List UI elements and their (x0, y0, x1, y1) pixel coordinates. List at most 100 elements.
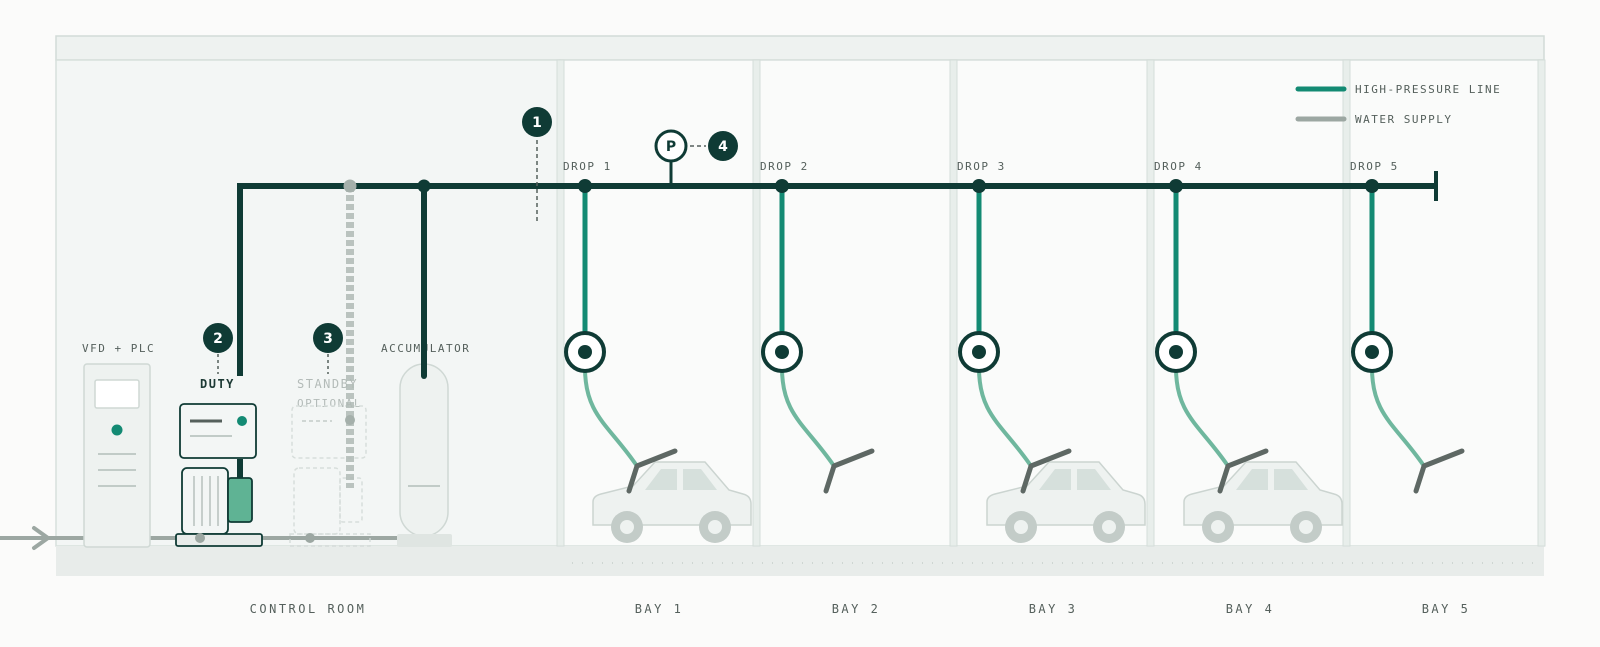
drop-junction (578, 179, 592, 193)
drop-label: DROP 2 (760, 160, 809, 173)
hose (780, 366, 836, 468)
legend: HIGH-PRESSURE LINE WATER SUPPLY (1295, 83, 1501, 126)
spray-wand-icon (626, 448, 678, 494)
vfd-label: VFD + PLC (82, 342, 155, 355)
roof (55, 35, 1545, 61)
car-hub (1014, 520, 1028, 534)
pressure-gauge-icon: P (654, 129, 706, 186)
accumulator: ACCUMULATOR (381, 342, 469, 547)
hose (977, 366, 1033, 468)
car-icon (986, 461, 1146, 543)
standby-label: STANDBY (297, 377, 358, 391)
callout-badge (313, 323, 343, 353)
bay-walls (556, 59, 1546, 547)
car-hub (708, 520, 722, 534)
gauge-face (654, 129, 688, 163)
gauge-label: P (666, 139, 676, 155)
footer-bay-4: BAY 4 (1226, 602, 1275, 616)
car-hub (1211, 520, 1225, 534)
callout-number: 1 (532, 115, 542, 131)
car-window (1077, 469, 1111, 490)
callout-3: 3 (313, 323, 343, 374)
junction-node (417, 179, 431, 193)
drop-label: DROP 4 (1154, 160, 1203, 173)
pump-head (227, 477, 253, 523)
footer-bay-3: BAY 3 (1029, 602, 1078, 616)
car-window (1236, 469, 1268, 490)
drop-label: DROP 3 (957, 160, 1006, 173)
bay-3: DROP 3 (957, 160, 1146, 543)
callout-badge (708, 131, 738, 161)
spray-wand-icon (1020, 448, 1072, 494)
cabinet-body (83, 363, 151, 548)
callout-badge (522, 107, 552, 137)
spray-wand-icon (1217, 448, 1269, 494)
callout-number: 3 (323, 331, 333, 347)
bay-wall (949, 59, 958, 547)
callout-badge (203, 323, 233, 353)
callout-number: 2 (213, 331, 223, 347)
standby-controller (291, 405, 367, 459)
drop-junction (775, 179, 789, 193)
standby-base (289, 533, 371, 547)
bay-1: DROP 1 (563, 160, 752, 543)
reel-hub (972, 345, 986, 359)
car-body (986, 461, 1146, 526)
footer-bay-5: BAY 5 (1422, 602, 1471, 616)
reel-hub (578, 345, 592, 359)
junction-node (305, 533, 315, 543)
car-window (683, 469, 717, 490)
cabinet-screen (94, 379, 140, 409)
vfd-plc-cabinet: VFD + PLC (82, 342, 155, 548)
drop-junction (1169, 179, 1183, 193)
pump-icon (181, 467, 229, 535)
bay-wall (1342, 59, 1351, 547)
callout-number: 4 (718, 139, 728, 155)
footer-control-room: CONTROL ROOM (250, 602, 367, 616)
car-hub (1299, 520, 1313, 534)
footer-bay-2: BAY 2 (832, 602, 881, 616)
status-light-icon (111, 424, 123, 436)
car-window (645, 469, 677, 490)
car-icon (592, 461, 752, 543)
bays-layer: DROP 1 DROP 2 DROP 3 DROP 4 DROP 5 (563, 160, 1465, 543)
bay-wall (752, 59, 761, 547)
spray-wand-icon (1413, 448, 1465, 494)
duty-controller (179, 403, 257, 459)
duty-label: DUTY (200, 377, 235, 391)
drop-junction (1365, 179, 1379, 193)
car-icon (1183, 461, 1343, 543)
drop-junction (972, 179, 986, 193)
bay-wall (1146, 59, 1155, 547)
pump-base (175, 533, 263, 547)
legend-water-supply-label: WATER SUPPLY (1355, 113, 1452, 126)
footer-bay-1: BAY 1 (635, 602, 684, 616)
reel-hub (1169, 345, 1183, 359)
legend-high-pressure-label: HIGH-PRESSURE LINE (1355, 83, 1501, 96)
drop-label: DROP 5 (1350, 160, 1399, 173)
reel-hub (1365, 345, 1379, 359)
car-window (1274, 469, 1308, 490)
bay-5: DROP 5 (1350, 160, 1465, 494)
junction-node (343, 179, 357, 193)
car-hub (1102, 520, 1116, 534)
accumulator-tank (399, 363, 449, 537)
floor-slab (56, 546, 1544, 576)
main-header-line (237, 183, 1436, 376)
car-body (592, 461, 752, 526)
callout-4: 4 (708, 131, 738, 161)
hose (1174, 366, 1230, 468)
car-window (1039, 469, 1071, 490)
reel-hub (775, 345, 789, 359)
duty-pump: DUTY (175, 377, 263, 547)
car-body (1183, 461, 1343, 526)
drop-label: DROP 1 (563, 160, 612, 173)
junction-node (195, 533, 205, 543)
junction-node (345, 415, 355, 425)
inlet-arrow-icon (32, 526, 50, 550)
standby-pump: STANDBY OPTIONAL (289, 186, 371, 547)
duty-status-light-icon (237, 416, 247, 426)
bay-wall (556, 59, 565, 547)
bay-wall (1537, 59, 1546, 547)
